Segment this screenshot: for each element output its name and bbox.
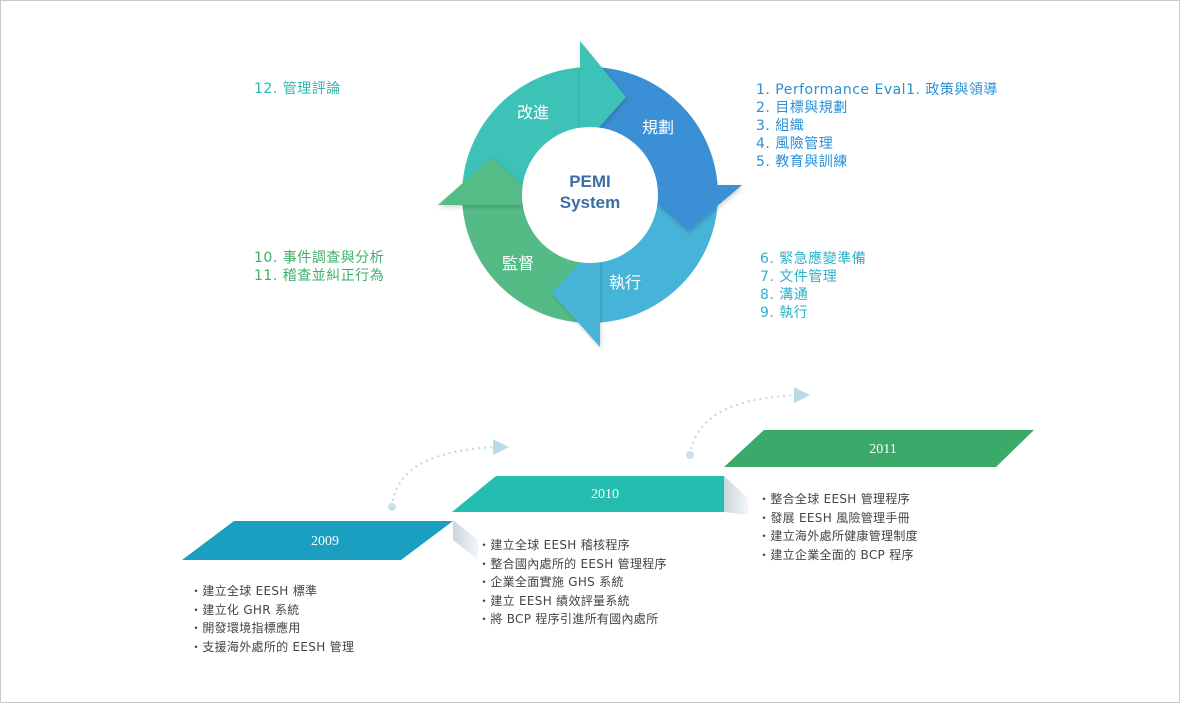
milestones-2009: 建立全球 EESH 標準 建立化 GHR 系統 開發環境指標應用 支援海外處所的…: [190, 582, 354, 656]
list-item: 8. 溝通: [760, 287, 809, 303]
plan-label: 規劃: [642, 118, 674, 137]
plan-arrowhead: [636, 185, 742, 231]
year-label-2011: 2011: [869, 442, 896, 457]
list-item: 建立企業全面的 BCP 程序: [758, 546, 918, 565]
connector-arrow-2010-2011: [689, 387, 810, 456]
plan-list: 1. Performance Eval1. 政策與領導 2. 目標與規劃 3. …: [756, 81, 998, 171]
execute-label: 執行: [609, 273, 641, 292]
list-item: 開發環境指標應用: [190, 619, 354, 638]
improve-label: 改進: [517, 103, 549, 122]
monitor-arrowhead: [438, 157, 544, 205]
list-item: 4. 風險管理: [756, 136, 834, 152]
connector-dot: [686, 451, 694, 459]
execute-arrowhead: [552, 241, 600, 347]
list-item: 整合全球 EESH 管理程序: [758, 490, 918, 509]
list-item: 建立 EESH 績效評量系統: [478, 592, 667, 611]
list-item: 11. 稽查並糾正行為: [254, 268, 385, 284]
center-hole: [522, 127, 658, 263]
center-title-line1: PEMI: [569, 172, 611, 191]
improve-arrowhead: [580, 41, 626, 149]
step-side-2009: [453, 520, 478, 560]
list-item: 支援海外處所的 EESH 管理: [190, 638, 354, 657]
year-band-2009: [182, 521, 453, 560]
year-label-2010: 2010: [591, 487, 619, 502]
connector-arrow-2009-2010: [391, 439, 509, 508]
list-item: 6. 緊急應變準備: [760, 251, 867, 267]
year-band-2011: [724, 430, 1034, 467]
execute-list: 6. 緊急應變準備 7. 文件管理 8. 溝通 9. 執行: [760, 250, 866, 322]
step-side-2010: [724, 476, 748, 515]
list-item: 建立全球 EESH 標準: [190, 582, 354, 601]
list-item: 3. 組織: [756, 118, 805, 134]
center-title-line2: System: [560, 193, 620, 212]
list-item: 7. 文件管理: [760, 269, 838, 285]
milestones-2010: 建立全球 EESH 稽核程序 整合國內處所的 EESH 管理程序 企業全面實施 …: [478, 536, 667, 629]
list-item: 9. 執行: [760, 305, 809, 321]
year-band-2010: [452, 476, 724, 512]
list-item: 5. 教育與訓練: [756, 154, 848, 170]
connector-dot: [388, 503, 396, 511]
milestones-2011: 整合全球 EESH 管理程序 發展 EESH 風險管理手冊 建立海外處所健康管理…: [758, 490, 918, 564]
list-item: 企業全面實施 GHS 系統: [478, 573, 667, 592]
list-item: 10. 事件調查與分析: [254, 250, 385, 266]
list-item: 1. Performance Eval1. 政策與領導: [756, 82, 998, 98]
list-item: 發展 EESH 風險管理手冊: [758, 509, 918, 528]
list-item: 建立化 GHR 系統: [190, 601, 354, 620]
list-item: 將 BCP 程序引進所有國內處所: [478, 610, 667, 629]
improve-list: 12. 管理評論: [254, 80, 341, 98]
monitor-label: 監督: [502, 254, 534, 273]
pemi-cycle-diagram: PEMI System 改進 規劃 執行 監督: [438, 41, 742, 347]
year-label-2009: 2009: [311, 534, 339, 549]
timeline-diagram: 2009 2010 2011: [182, 387, 1034, 560]
list-item: 建立海外處所健康管理制度: [758, 527, 918, 546]
list-item: 12. 管理評論: [254, 81, 341, 97]
list-item: 建立全球 EESH 稽核程序: [478, 536, 667, 555]
list-item: 整合國內處所的 EESH 管理程序: [478, 555, 667, 574]
monitor-list: 10. 事件調查與分析 11. 稽查並糾正行為: [254, 249, 384, 285]
list-item: 2. 目標與規劃: [756, 100, 848, 116]
